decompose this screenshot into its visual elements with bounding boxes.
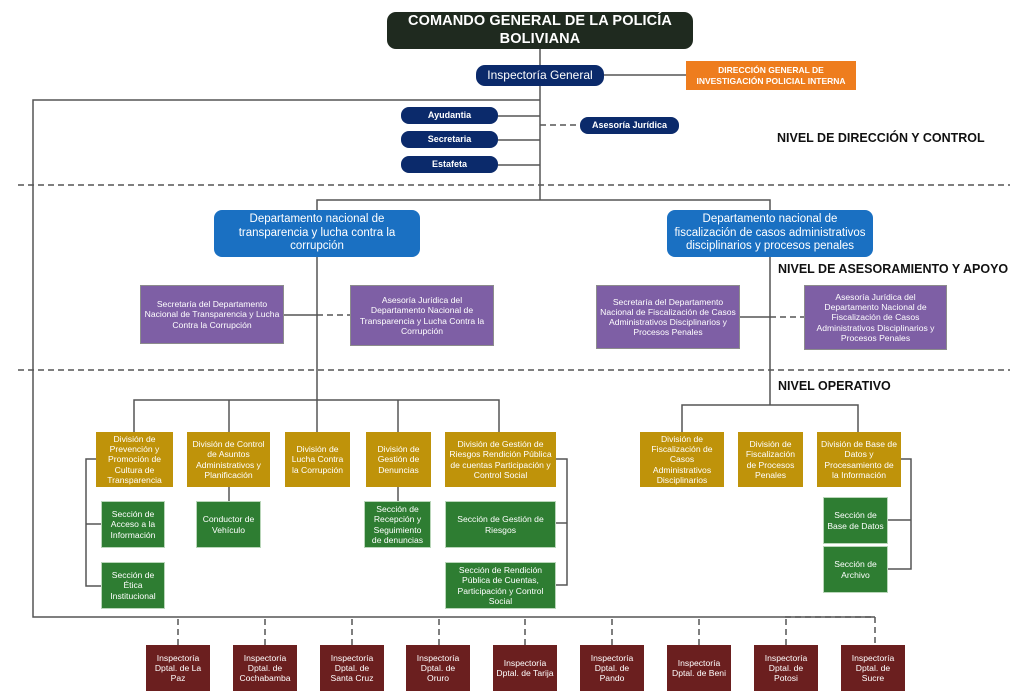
division-denuncias-node[interactable]: División de Gestión de Denuncias — [366, 432, 431, 487]
seccion-archivo-node[interactable]: Sección de Archivo — [823, 546, 888, 593]
connector — [888, 458, 912, 570]
connector — [85, 458, 101, 587]
inspectoria-la-paz-node[interactable]: Inspectoría Dptal. de La Paz — [146, 645, 210, 691]
inspectoria-pando-node[interactable]: Inspectoría Dptal. de Pando — [580, 645, 644, 691]
asesoria-juridica-node[interactable]: Asesoría Jurídica — [580, 117, 679, 134]
inspectoria-oruro-node[interactable]: Inspectoría Dptal. de Oruro — [406, 645, 470, 691]
division-riesgos-node[interactable]: División de Gestión de Riesgos Rendición… — [445, 432, 556, 487]
division-lucha-node[interactable]: División de Lucha Contra la Corrupción — [285, 432, 350, 487]
secretaria-transparencia-node[interactable]: Secretaría del Departamento Nacional de … — [140, 285, 284, 344]
level-label-asesoramiento: NIVEL DE ASESORAMIENTO Y APOYO — [778, 262, 1009, 276]
conductor-vehiculo-node[interactable]: Conductor de Vehículo — [196, 501, 261, 548]
inspectoria-tarija-node[interactable]: Inspectoría Dptal. de Tarija — [493, 645, 557, 691]
division-procesos-penales-node[interactable]: División de Fiscalización de Procesos Pe… — [738, 432, 803, 487]
direccion-general-node[interactable]: DIRECCIÓN GENERAL DE INVESTIGACIÓN POLIC… — [686, 61, 856, 90]
seccion-rendicion-node[interactable]: Sección de Rendición Pública de Cuentas,… — [445, 562, 556, 609]
estafeta-node[interactable]: Estafeta — [401, 156, 498, 173]
dashed-connector — [785, 616, 876, 645]
division-fiscalizacion-casos-node[interactable]: División de Fiscalización de Casos Admin… — [640, 432, 724, 487]
connector — [556, 458, 568, 586]
division-prevencion-node[interactable]: División de Prevención y Promoción de Cu… — [96, 432, 173, 487]
asesoria-fiscalizacion-node[interactable]: Asesoría Jurídica del Departamento Nacio… — [804, 285, 947, 350]
inspectoria-santa-cruz-node[interactable]: Inspectoría Dptal. de Santa Cruz — [320, 645, 384, 691]
seccion-etica-node[interactable]: Sección de Ética Institucional — [101, 562, 165, 609]
level-label-operativo: NIVEL OPERATIVO — [778, 379, 891, 393]
division-base-datos-node[interactable]: División de Base de Datos y Procesamient… — [817, 432, 901, 487]
inspectoria-sucre-node[interactable]: Inspectoría Dptal. de Sucre — [841, 645, 905, 691]
connector — [316, 199, 771, 210]
seccion-recepcion-node[interactable]: Sección de Recepción y Seguimiento de de… — [364, 501, 431, 548]
seccion-base-datos-node[interactable]: Sección de Base de Datos — [823, 497, 888, 544]
inspectoria-cochabamba-node[interactable]: Inspectoría Dptal. de Cochabamba — [233, 645, 297, 691]
inspectoria-general-node[interactable]: Inspectoría General — [476, 65, 604, 86]
connector — [32, 99, 875, 618]
level-label-direccion: NIVEL DE DIRECCIÓN Y CONTROL — [777, 131, 985, 145]
inspectoria-beni-node[interactable]: Inspectoría Dptal. de Beni — [667, 645, 731, 691]
department-fiscalizacion-node[interactable]: Departamento nacional de fiscalización d… — [667, 210, 873, 257]
division-control-node[interactable]: División de Control de Asuntos Administr… — [187, 432, 270, 487]
department-transparencia-node[interactable]: Departamento nacional de transparencia y… — [214, 210, 420, 257]
secretaria-fiscalizacion-node[interactable]: Secretaría del Departamento Nacional de … — [596, 285, 740, 349]
seccion-gestion-riesgos-node[interactable]: Sección de Gestión de Riesgos — [445, 501, 556, 548]
secretaria-node[interactable]: Secretaria — [401, 131, 498, 148]
asesoria-transparencia-node[interactable]: Asesoría Jurídica del Departamento Nacio… — [350, 285, 494, 346]
comando-general-node[interactable]: COMANDO GENERAL DE LA POLICÍA BOLIVIANA — [387, 12, 693, 49]
connector — [681, 404, 859, 432]
ayudantia-node[interactable]: Ayudantia — [401, 107, 498, 124]
inspectoria-potosi-node[interactable]: Inspectoría Dptal. de Potosi — [754, 645, 818, 691]
seccion-acceso-node[interactable]: Sección de Acceso a la Información — [101, 501, 165, 548]
